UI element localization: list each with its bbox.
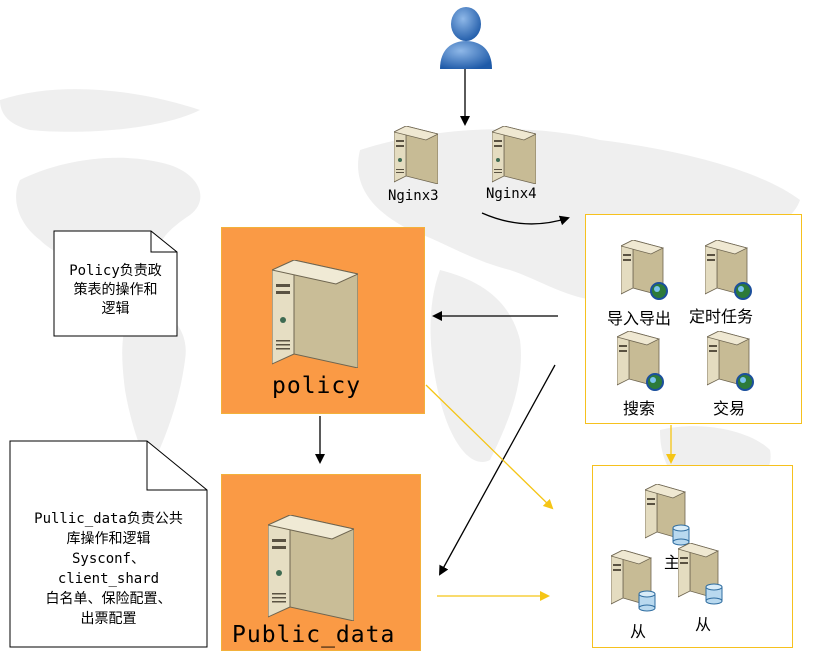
policy-server-icon <box>272 260 358 368</box>
slave-right-db-icon <box>678 543 723 605</box>
nginx3-server-icon <box>394 126 438 184</box>
public-data-note-line: 库操作和逻辑 <box>66 531 151 547</box>
nginx4-label: Nginx4 <box>486 186 537 202</box>
import-export-label: 导入导出 <box>607 309 672 328</box>
public-data-note-line: Pullic_data负责公共 <box>34 511 183 527</box>
master-label: 主 <box>664 553 681 572</box>
arrow-nginx-to-services <box>481 212 570 226</box>
slave-right-label: 从 <box>695 615 712 634</box>
public-data-note-shape <box>9 440 208 648</box>
trade-server-icon <box>707 331 754 391</box>
arrow-services-to-public-data <box>439 364 556 576</box>
public-data-note-line: 白名单、保险配置、 <box>45 591 172 607</box>
public-data-note-line: client_shard <box>57 571 160 587</box>
nginx4-server-icon <box>492 126 536 184</box>
policy-note: Policy负责政 策表的操作和 逻辑 <box>53 262 178 319</box>
public-data-note-line: 出票配置 <box>80 611 137 627</box>
policy-note-line: 策表的操作和 <box>73 282 158 298</box>
scheduled-tasks-label: 定时任务 <box>689 307 754 326</box>
search-server-icon <box>617 331 664 391</box>
user-icon <box>440 7 492 69</box>
public-data-note: Pullic_data负责公共 库操作和逻辑 Sysconf、 client_s… <box>9 509 208 629</box>
policy-label: policy <box>272 373 362 399</box>
trade-label: 交易 <box>713 399 746 418</box>
policy-note-line: Policy负责政 <box>69 263 162 279</box>
search-label: 搜索 <box>623 399 656 418</box>
nginx3-label: Nginx3 <box>388 188 439 204</box>
slave-left-label: 从 <box>630 622 647 641</box>
import-export-server-icon <box>621 240 668 300</box>
public-data-note-line: Sysconf、 <box>71 551 145 567</box>
public-data-server-icon <box>268 515 354 621</box>
scheduled-tasks-server-icon <box>705 240 752 300</box>
slave-left-db-icon <box>611 550 656 612</box>
policy-note-line: 逻辑 <box>101 301 130 317</box>
arrow-policy-to-db <box>425 384 554 510</box>
public-data-label: Public_data <box>232 622 396 648</box>
policy-note-shape <box>53 230 178 337</box>
master-db-icon <box>645 484 690 546</box>
